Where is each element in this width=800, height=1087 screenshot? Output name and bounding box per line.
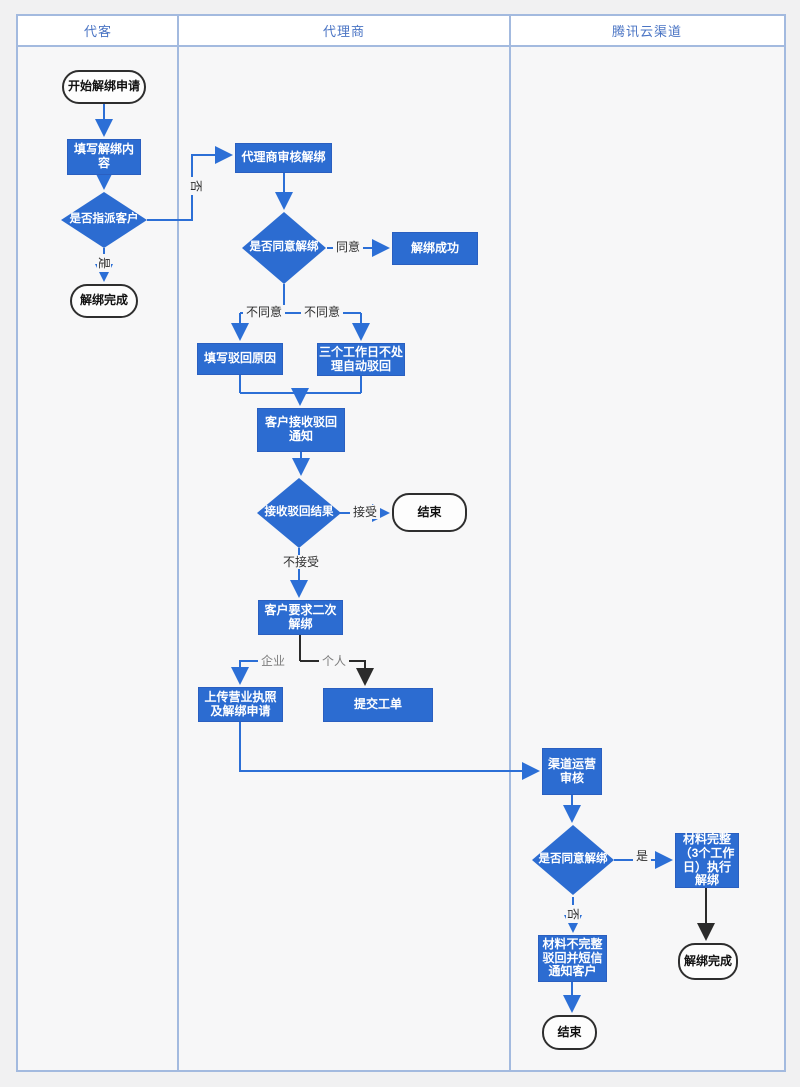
edge-label-personal: 个人 bbox=[318, 654, 350, 668]
edge-label-disagree-right: 不同意 bbox=[300, 305, 344, 319]
lane-header-tencent-channel: 腾讯云渠道 bbox=[611, 24, 682, 39]
edge-label-accept: 接受 bbox=[349, 505, 381, 519]
node-unbind-success: 解绑成功 bbox=[392, 232, 478, 265]
node-fill-unbind-content: 填写解绑内 容 bbox=[67, 139, 141, 175]
edge-label-agree: 同意 bbox=[332, 240, 364, 254]
lane-divider-2 bbox=[509, 16, 511, 1070]
node-material-incomplete-reject-sms: 材料不完整 驳回并短信 通知客户 bbox=[538, 935, 607, 982]
edge-label-yes-1: 是 bbox=[97, 253, 111, 273]
edge-label-no-1: 否 bbox=[189, 176, 203, 196]
node-second-unbind-request: 客户要求二次 解绑 bbox=[258, 600, 343, 635]
node-channel-operation-review: 渠道运营 审核 bbox=[542, 748, 602, 795]
node-auto-reject-3-days: 三个工作日不处 理自动驳回 bbox=[317, 343, 405, 376]
lane-header-customer: 代客 bbox=[83, 24, 112, 39]
edge-label-yes-2: 是 bbox=[632, 849, 652, 863]
node-submit-ticket: 提交工单 bbox=[323, 688, 433, 722]
node-fill-reject-reason: 填写驳回原因 bbox=[197, 343, 283, 375]
node-upload-license-and-application: 上传营业执照 及解绑申请 bbox=[198, 687, 283, 722]
node-start-unbind-request: 开始解绑申请 bbox=[62, 70, 146, 104]
edge-label-enterprise: 企业 bbox=[257, 654, 289, 668]
swimlane-frame bbox=[16, 14, 786, 1072]
node-end-1: 结束 bbox=[392, 493, 467, 532]
node-material-complete-execute-unbind: 材料完整 （3个工作 日）执行 解绑 bbox=[675, 832, 739, 888]
node-agent-review-unbind: 代理商审核解绑 bbox=[235, 143, 332, 173]
lane-divider-1 bbox=[177, 16, 179, 1070]
node-unbind-done-1: 解绑完成 bbox=[70, 284, 138, 318]
node-end-2: 结束 bbox=[542, 1015, 597, 1050]
edge-label-no-2: 否 bbox=[566, 904, 580, 924]
swimlane-header: 代客 代理商 腾讯云渠道 bbox=[18, 16, 784, 47]
edge-label-not-accept: 不接受 bbox=[279, 555, 323, 569]
edge-label-disagree-left: 不同意 bbox=[242, 305, 286, 319]
lane-header-agent: 代理商 bbox=[322, 24, 365, 39]
node-customer-receive-reject-notice: 客户接收驳回 通知 bbox=[257, 408, 345, 452]
node-unbind-done-2: 解绑完成 bbox=[678, 943, 738, 980]
